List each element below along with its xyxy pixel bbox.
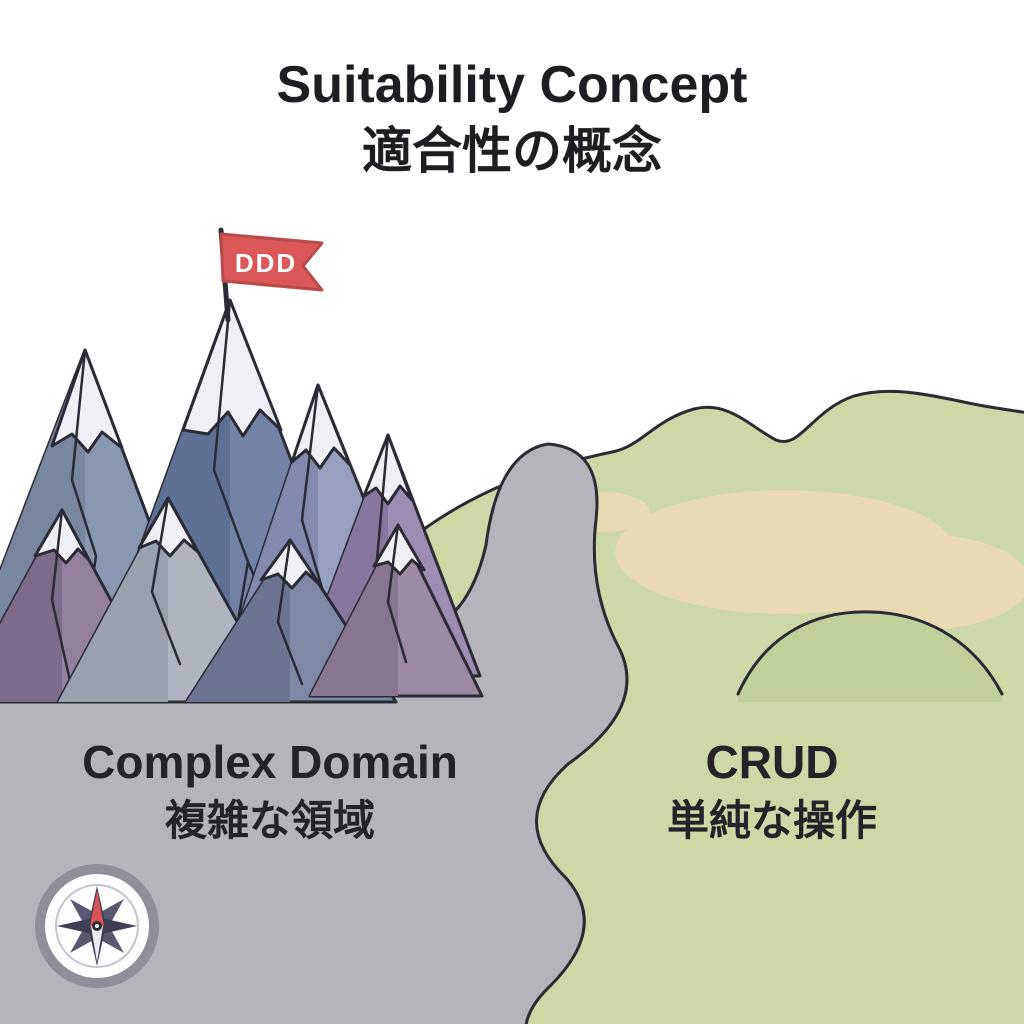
low-hill-outline bbox=[736, 610, 1004, 696]
title-japanese: 適合性の概念 bbox=[362, 123, 662, 179]
compass-rose-icon bbox=[35, 864, 159, 988]
ddd-flag-icon bbox=[218, 227, 324, 323]
title-english: Suitability Concept bbox=[276, 56, 748, 114]
complex-domain-subtitle: 複雑な領域 bbox=[164, 797, 375, 844]
mountain-range bbox=[0, 298, 484, 704]
mountain-peak bbox=[308, 523, 484, 698]
sand-patch bbox=[810, 534, 1024, 630]
flag-banner bbox=[219, 232, 324, 292]
crud-label: CRUD 単純な操作 bbox=[562, 736, 982, 846]
page-title: Suitability Concept 適合性の概念 bbox=[0, 56, 1024, 180]
crud-title: CRUD bbox=[705, 736, 839, 788]
gray-terrain-region bbox=[0, 442, 629, 1024]
crud-subtitle: 単純な操作 bbox=[666, 797, 877, 844]
complex-domain-title: Complex Domain bbox=[82, 736, 458, 788]
complex-domain-label: Complex Domain 複雑な領域 bbox=[20, 736, 520, 846]
flag-label: DDD bbox=[234, 248, 298, 278]
low-hill bbox=[738, 611, 1002, 702]
